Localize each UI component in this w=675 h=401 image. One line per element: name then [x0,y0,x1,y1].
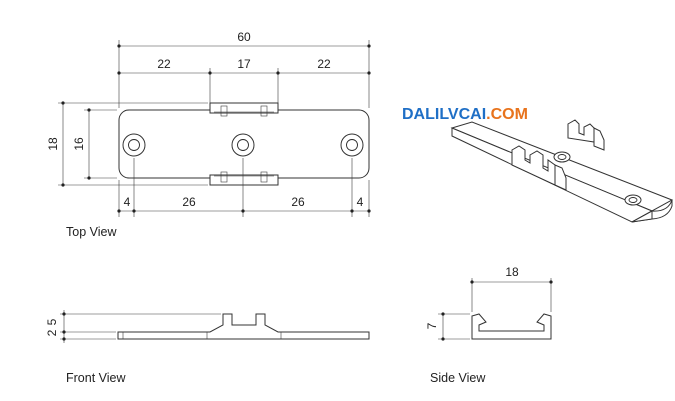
hole-left [122,133,146,157]
top-view-label: Top View [66,225,117,239]
side-view: 18 7 Side View [425,265,553,385]
top-view-upper-tab [209,102,279,117]
svg-text:26: 26 [291,195,305,209]
dim-segments: 22 17 22 [117,57,371,103]
svg-text:18: 18 [505,265,519,279]
isometric-view [450,119,674,223]
dim-hole-spacing: 4 26 26 4 [117,158,371,217]
svg-text:22: 22 [157,57,171,71]
top-view-lower-tab [209,171,279,186]
svg-text:2: 2 [45,329,59,336]
svg-text:26: 26 [182,195,196,209]
front-view-label: Front View [66,371,126,385]
side-view-label: Side View [430,371,486,385]
svg-text:5: 5 [45,318,59,325]
side-view-profile [471,313,552,340]
svg-text:22: 22 [317,57,331,71]
svg-text:16: 16 [72,137,86,151]
svg-text:60: 60 [237,30,251,44]
hole-center [231,133,255,157]
brand-watermark: DALILVCAI.COM [402,106,528,123]
dim-widths: 18 16 [46,101,208,187]
svg-text:4: 4 [357,195,364,209]
front-view-profile [117,313,370,340]
svg-text:17: 17 [237,57,251,71]
hole-right [340,133,364,157]
svg-text:7: 7 [425,322,439,329]
top-view: 60 22 17 22 18 16 [46,30,371,239]
svg-text:4: 4 [124,195,131,209]
front-view: 2 5 Front View [45,310,370,385]
svg-text:18: 18 [46,137,60,151]
